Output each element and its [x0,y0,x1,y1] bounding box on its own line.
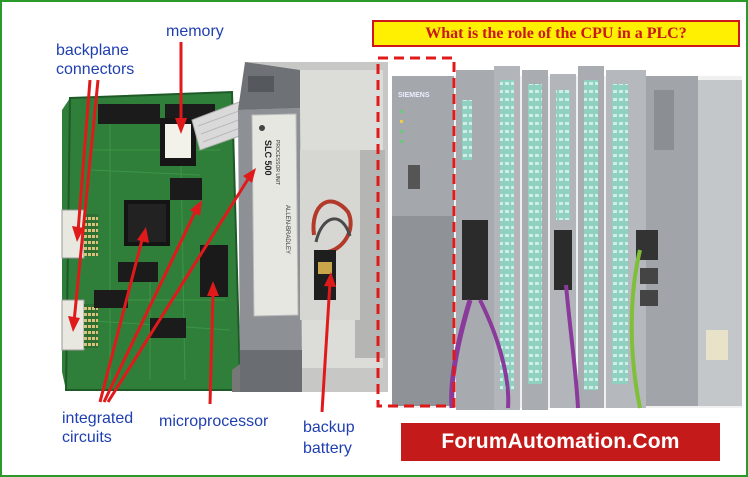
connector-port [554,230,572,290]
label-backplane-line1: backplane [56,42,129,59]
arrow-battery [320,281,332,413]
ic-chip [98,104,160,124]
ethernet-cable [629,249,642,409]
siemens-plc-rack-photo: SIEMENS [392,66,742,410]
question-banner: What is the role of the CPU in a PLC? [372,20,740,47]
arrow-integrated-a [98,235,145,403]
ic-chip [94,290,128,308]
arrow-integrated-b [102,207,199,403]
siemens-logo: SIEMENS [398,92,430,99]
label-battery-line1: backup [303,419,355,436]
arrow-integrated-c [106,175,252,403]
label-integrated-line1: integrated [62,410,134,427]
ethernet-port [636,230,658,260]
ic-chip [170,178,202,200]
ic-chip [118,262,158,282]
cpu-module-front-door [392,216,454,406]
label-battery-line2: battery [303,440,352,457]
arrow-backplane-bottom [72,79,100,323]
arrow-microprocessor [208,291,215,405]
latch-tab [248,76,274,92]
arrow-backplane-top [76,79,92,233]
profibus-cable [449,299,473,409]
label-integrated-line2: circuits [62,429,112,446]
slc-subtitle: PROCESSOR UNIT [274,140,280,185]
brand-banner: ForumAutomation.Com [401,423,720,461]
slc500-processor-photo: SLC 500 PROCESSOR UNIT ALLEN-BRADLEY [61,62,388,392]
backup-battery [314,250,336,300]
cpu-module [392,76,454,216]
label-memory: memory [166,23,224,40]
slc-maker: ALLEN-BRADLEY [284,205,290,254]
cpu-status-leds [400,110,403,143]
connector-port [462,220,488,300]
slc-title: SLC 500 [263,140,273,176]
callout-arrows [68,42,336,413]
cpu-highlight-box [376,56,456,408]
label-backplane-line2: connectors [56,61,135,78]
battery-lead-wire [311,199,353,254]
label-microprocessor: microprocessor [159,413,269,430]
mode-switch [408,165,420,189]
processor-label-sticker [251,113,299,317]
